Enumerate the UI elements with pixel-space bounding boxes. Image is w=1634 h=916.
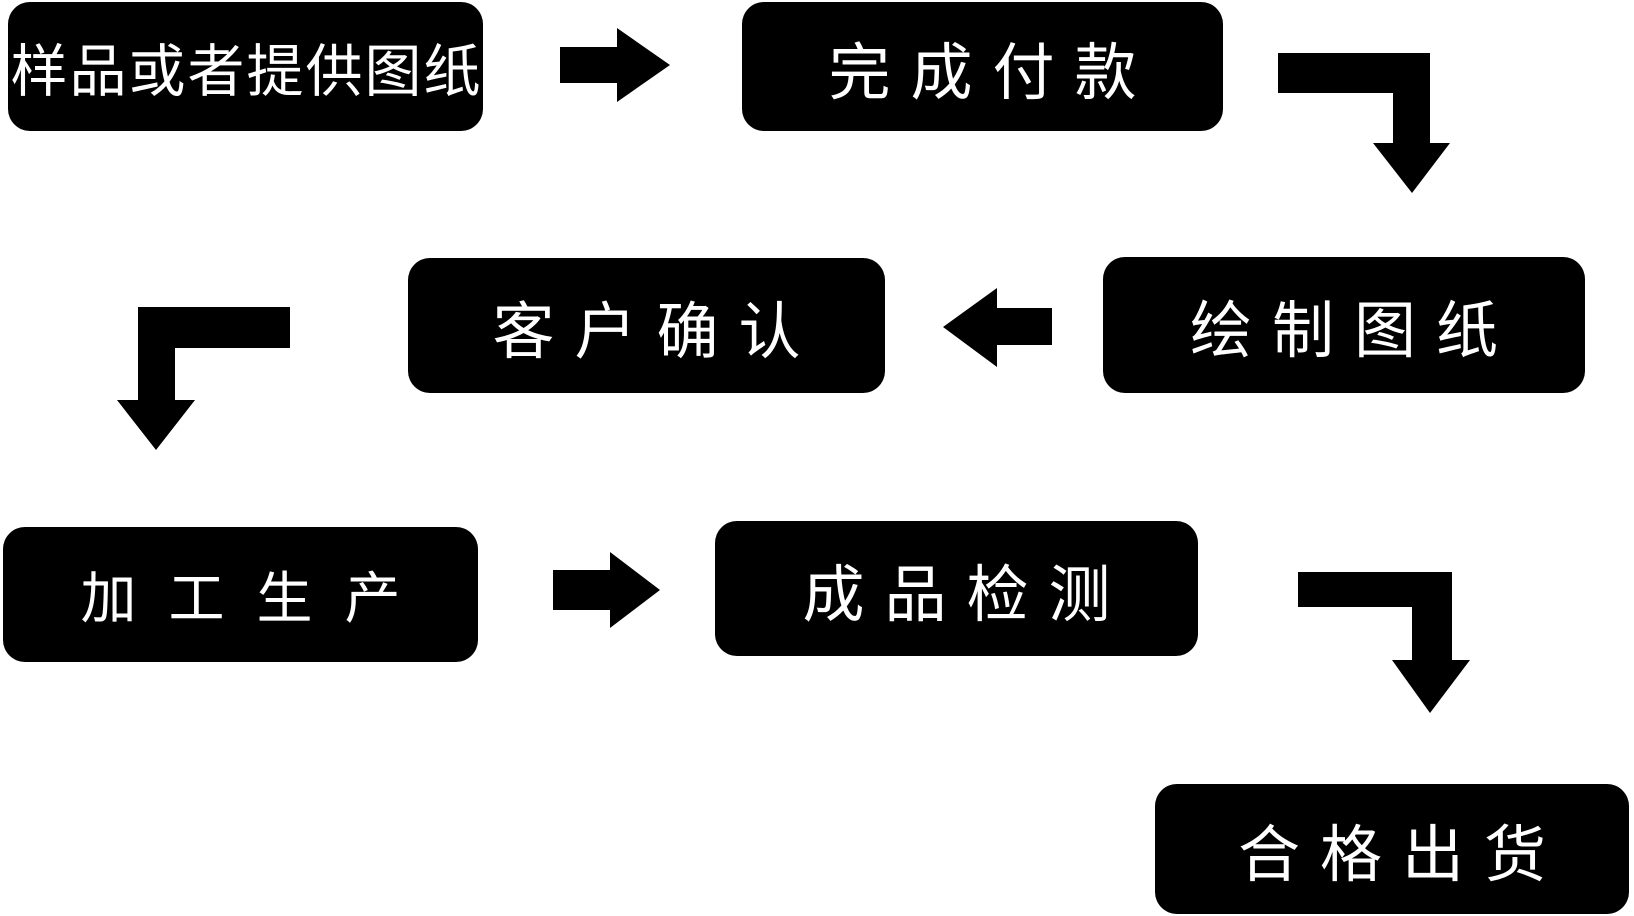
flow-node-label: 成品检测	[802, 557, 1131, 631]
flow-node-qualified-shipment: 合格出货	[1155, 784, 1629, 914]
flow-node-label: 完成付款	[828, 35, 1157, 109]
flow-node-label: 绘制图纸	[1189, 294, 1518, 367]
flow-node-label: 样品或者提供图纸	[10, 38, 483, 105]
arrow-confirmation-to-production-icon	[117, 307, 290, 450]
flow-node-processing-production: 加工生产	[3, 527, 478, 662]
flow-node-label: 合格出货	[1237, 818, 1566, 891]
flow-node-sample-or-provide-drawings: 样品或者提供图纸	[8, 2, 483, 131]
flow-node-customer-confirmation: 客户确认	[408, 258, 885, 393]
flow-node-finished-product-inspection: 成品检测	[715, 521, 1198, 656]
flow-node-label: 加工生产	[80, 567, 433, 632]
flow-node-draw-drawings: 绘制图纸	[1103, 257, 1585, 393]
arrow-production-to-inspection-icon	[553, 552, 660, 628]
arrow-inspection-to-shipment-icon	[1298, 572, 1470, 713]
flow-node-label: 客户确认	[492, 294, 821, 368]
flow-node-complete-payment: 完成付款	[742, 2, 1223, 131]
arrow-drawing-to-confirmation-icon	[943, 288, 1052, 367]
arrow-payment-to-drawing-icon	[1278, 53, 1450, 193]
arrow-sample-to-payment-icon	[560, 28, 670, 102]
